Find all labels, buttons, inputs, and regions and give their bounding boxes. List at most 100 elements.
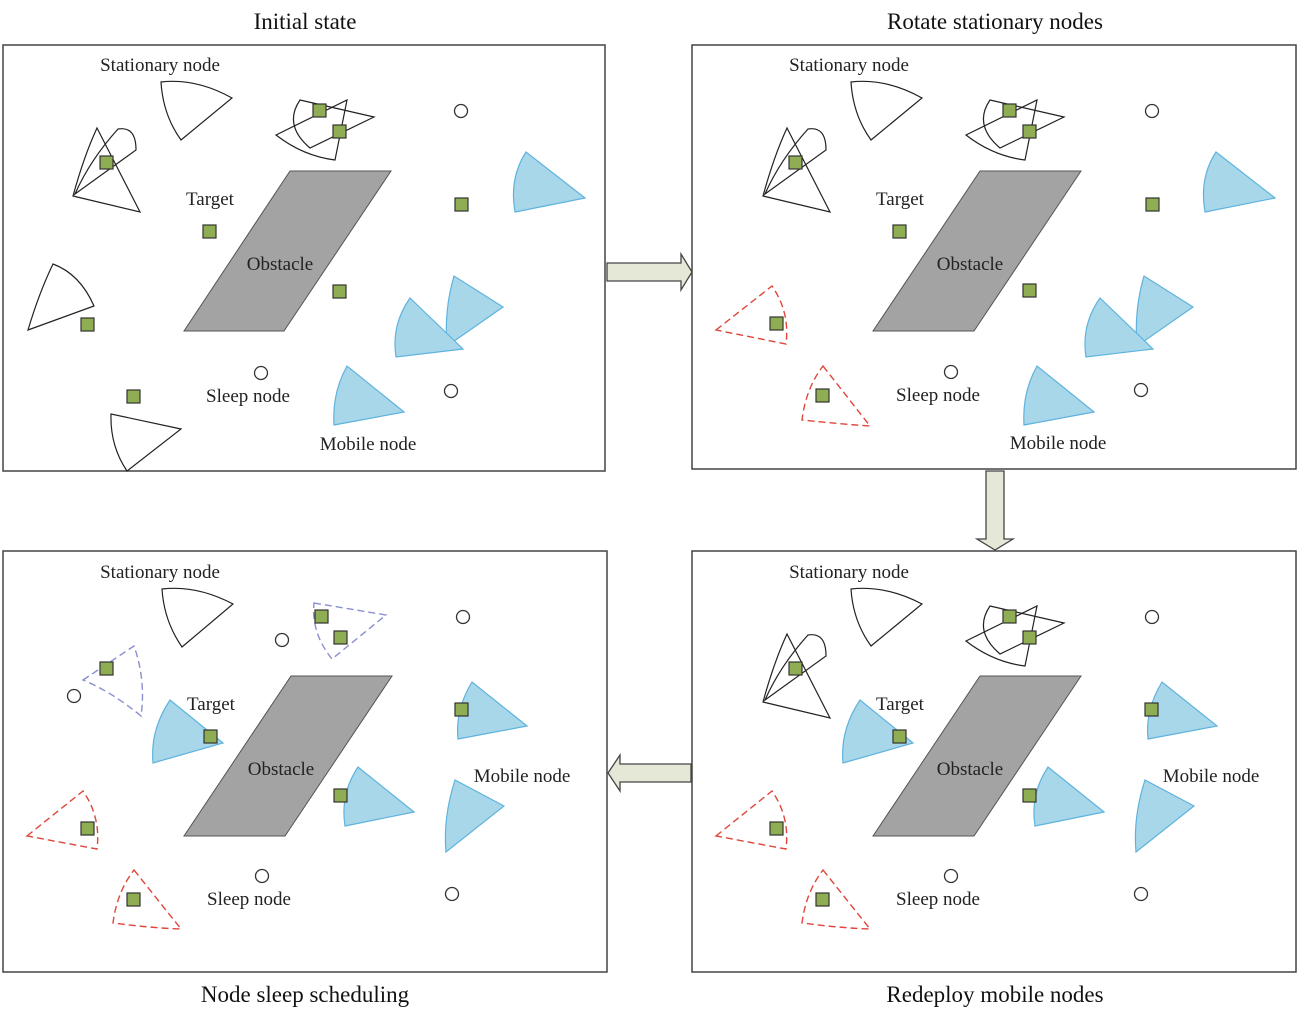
arrow-right <box>606 251 693 293</box>
target-node <box>454 197 469 212</box>
target-node <box>332 124 347 139</box>
target-node <box>314 609 329 624</box>
target-node <box>202 224 217 239</box>
stationary-node-sector <box>982 605 1066 655</box>
mobile-node-sector <box>394 297 465 358</box>
mobile-node-sector <box>842 699 915 764</box>
rotated-stationary-node-sector <box>714 789 788 850</box>
target-node <box>1022 124 1037 139</box>
mobile-node-sector <box>512 151 587 213</box>
mobile-node-sector <box>444 779 506 854</box>
sleep-node <box>66 688 82 704</box>
mobile-node-sector <box>152 699 225 764</box>
panel-node-sleep-scheduling: Node sleep scheduling Obstacle Stationar… <box>2 550 608 1007</box>
sleep-node <box>254 868 270 884</box>
sleep-node-label: Sleep node <box>207 889 291 910</box>
target-node <box>333 630 348 645</box>
stationary-node-sector <box>161 587 235 648</box>
target-node <box>1002 103 1017 118</box>
stationary-node-label: Stationary node <box>789 55 909 76</box>
mobile-node-sector <box>1134 779 1196 854</box>
target-node <box>815 892 830 907</box>
target-node <box>1022 630 1037 645</box>
target-node <box>312 103 327 118</box>
sleep-node <box>943 364 959 380</box>
sleep-node <box>1144 103 1160 119</box>
sleep-node <box>1144 609 1160 625</box>
sleep-node <box>453 103 469 119</box>
stationary-node-sector <box>850 587 924 647</box>
obstacle-label: Obstacle <box>248 759 314 780</box>
sleeping-stationary-node-sector <box>81 644 144 718</box>
obstacle-label: Obstacle <box>937 759 1003 780</box>
stationary-node-sector <box>762 632 832 719</box>
mobile-node-label: Mobile node <box>1163 766 1260 787</box>
target-node <box>454 702 469 717</box>
sleep-node-label: Sleep node <box>896 889 980 910</box>
obstacle <box>183 675 393 837</box>
mobile-node-label: Mobile node <box>320 434 417 455</box>
rotated-stationary-node-sector <box>714 284 788 345</box>
target-node <box>815 388 830 403</box>
obstacle-label: Obstacle <box>247 254 313 275</box>
mobile-node-sector <box>1084 297 1155 358</box>
arrow-down <box>974 470 1016 551</box>
sleep-node <box>1133 382 1149 398</box>
stationary-node-sector <box>110 413 183 472</box>
sleep-node <box>943 868 959 884</box>
target-node <box>126 892 141 907</box>
rotated-stationary-node-sector <box>801 364 872 427</box>
target-node <box>1002 609 1017 624</box>
obstacle <box>183 170 392 332</box>
target-node <box>203 729 218 744</box>
stationary-node-sector <box>982 99 1066 149</box>
stationary-node-sector <box>27 263 95 331</box>
stationary-node-label: Stationary node <box>100 562 220 583</box>
stationary-node-label: Stationary node <box>789 562 909 583</box>
arrow-left <box>607 752 692 794</box>
stationary-node-sector <box>964 604 1038 667</box>
target-node <box>769 821 784 836</box>
obstacle <box>872 675 1082 837</box>
stationary-node-sector <box>274 98 348 161</box>
mobile-node-sector <box>1202 151 1277 213</box>
target-node <box>892 729 907 744</box>
target-node <box>99 661 114 676</box>
panel-title-initial-state: Initial state <box>254 9 357 34</box>
mobile-node-label: Mobile node <box>1010 433 1107 454</box>
target-label: Target <box>876 189 925 210</box>
rotated-stationary-node-sector <box>112 868 183 930</box>
rotated-stationary-node-sector <box>801 868 872 930</box>
obstacle <box>872 170 1082 332</box>
target-node <box>769 316 784 331</box>
mobile-node-sector <box>1023 365 1096 426</box>
panel-initial-state: Initial state Obstacle Stationary node T… <box>2 9 606 472</box>
target-node <box>1144 702 1159 717</box>
target-node <box>333 788 348 803</box>
sleeping-stationary-node-sector <box>312 602 388 660</box>
mobile-node-sector <box>333 365 406 426</box>
stationary-node-sector <box>763 128 827 196</box>
stationary-node-sector <box>73 128 137 196</box>
target-node <box>332 284 347 299</box>
stationary-node-sector <box>160 80 234 141</box>
target-label: Target <box>186 189 235 210</box>
sleep-node <box>1133 886 1149 902</box>
target-node <box>788 155 803 170</box>
sleep-node-label: Sleep node <box>206 386 290 407</box>
panel-rotate-stationary-nodes: Rotate stationary nodes Obstacle Station… <box>691 9 1297 470</box>
sleep-node <box>455 609 471 625</box>
sleep-node <box>274 632 290 648</box>
stationary-node-sector <box>964 98 1038 161</box>
sleep-node <box>443 383 459 399</box>
target-node <box>1022 788 1037 803</box>
rotated-stationary-node-sector <box>25 789 99 850</box>
target-node <box>1145 197 1160 212</box>
stationary-node-sector <box>763 634 827 702</box>
target-node <box>892 224 907 239</box>
target-label: Target <box>876 694 925 715</box>
obstacle-label: Obstacle <box>937 254 1003 275</box>
target-node <box>80 317 95 332</box>
stationary-node-sector <box>850 80 924 141</box>
